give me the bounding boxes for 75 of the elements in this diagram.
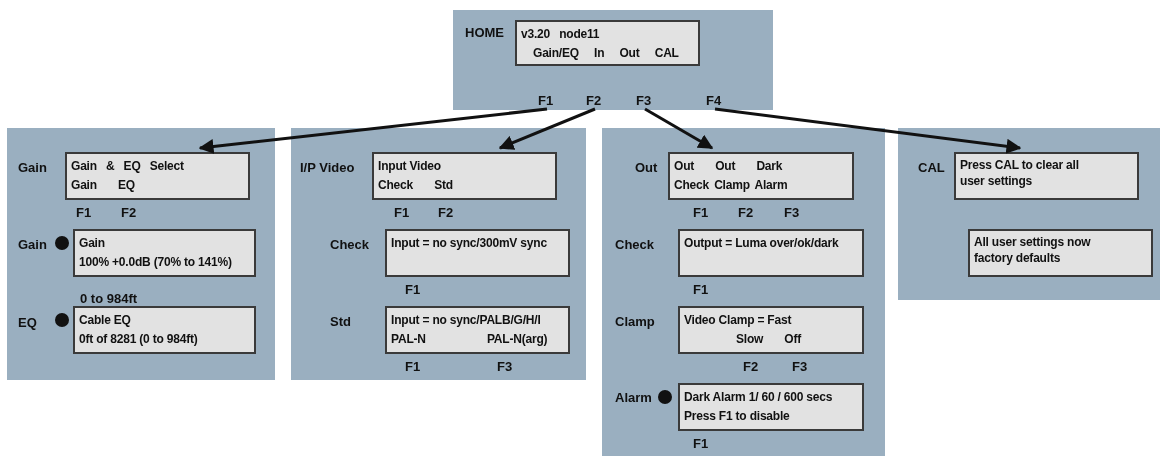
- lcd-screen: [678, 383, 864, 431]
- menu-label: Out: [635, 160, 658, 175]
- screen-text: Cable EQ: [79, 312, 131, 329]
- screen-text: Press CAL to clear all user settings: [960, 157, 1080, 189]
- screen-text: Input = no sync/300mV sync: [391, 235, 547, 252]
- function-key-label: F1: [538, 93, 554, 108]
- arrow: [644, 107, 714, 150]
- lcd-screen: [385, 229, 570, 277]
- menu-panel: [898, 128, 1160, 300]
- screen-text: All user settings now factory defaults: [974, 234, 1092, 266]
- lcd-screen: [678, 306, 864, 354]
- screen-text: Slow Off: [736, 331, 802, 348]
- arrow: [498, 107, 596, 150]
- menu-label: Check: [330, 237, 370, 252]
- screen-text: 0ft of 8281 (0 to 984ft): [79, 331, 198, 348]
- function-key-label: F1: [693, 205, 709, 220]
- lcd-screen: [385, 306, 570, 354]
- lcd-screen: [668, 152, 854, 200]
- function-key-label: F1: [693, 436, 709, 451]
- lcd-screen: [372, 152, 557, 200]
- lcd-screen: [954, 152, 1139, 200]
- function-key-label: F2: [438, 205, 454, 220]
- screen-text: Input = no sync/PALB/G/H/I: [391, 312, 541, 329]
- screen-text: Gain & EQ Select: [71, 158, 184, 175]
- screen-text: Press F1 to disable: [684, 408, 790, 425]
- function-key-label: F3: [792, 359, 808, 374]
- menu-label: Clamp: [615, 314, 655, 329]
- function-key-label: F1: [405, 282, 421, 297]
- menu-panel: [453, 10, 773, 110]
- arrow: [198, 107, 548, 154]
- menu-panel: [602, 128, 885, 456]
- lcd-screen: [678, 229, 864, 277]
- menu-label: CAL: [918, 160, 945, 175]
- function-key-label: F2: [586, 93, 602, 108]
- function-key-label: F3: [636, 93, 652, 108]
- function-key-label: F1: [693, 282, 709, 297]
- menu-panel: [291, 128, 586, 380]
- screen-text: Dark Alarm 1/ 60 / 600 secs: [684, 389, 833, 406]
- lcd-screen: [73, 229, 256, 277]
- screen-text: Output = Luma over/ok/dark: [684, 235, 839, 252]
- menu-label: HOME: [465, 25, 504, 40]
- function-key-label: F2: [121, 205, 137, 220]
- menu-panel: [7, 128, 275, 380]
- range-note: 0 to 984ft: [80, 291, 138, 306]
- lcd-screen: [65, 152, 250, 200]
- screen-text: Check Clamp Alarm: [674, 177, 788, 194]
- menu-label: Std: [330, 314, 351, 329]
- function-key-label: F1: [405, 359, 421, 374]
- screen-text: Gain/EQ In Out CAL: [533, 45, 679, 62]
- lcd-screen: [515, 20, 700, 66]
- menu-label: I/P Video: [300, 160, 355, 175]
- menu-label: Gain: [18, 237, 47, 252]
- function-key-label: F4: [706, 93, 722, 108]
- screen-text: Video Clamp = Fast: [684, 312, 792, 329]
- screen-text: Out Out Dark: [674, 158, 783, 175]
- screen-text: Gain EQ: [71, 177, 135, 194]
- screen-text: 100% +0.0dB (70% to 141%): [79, 254, 232, 271]
- lcd-screen: [73, 306, 256, 354]
- screen-text: Check Std: [378, 177, 453, 194]
- function-key-label: F2: [738, 205, 754, 220]
- screen-text: Gain: [79, 235, 105, 252]
- arrow: [714, 107, 1022, 154]
- menu-label: EQ: [18, 315, 37, 330]
- function-key-label: F3: [784, 205, 800, 220]
- screen-text: PAL-N PAL-N(arg): [391, 331, 548, 348]
- function-key-label: F2: [743, 359, 759, 374]
- screen-text: v3.20 node11: [521, 26, 600, 43]
- screen-text: Input Video: [378, 158, 441, 175]
- menu-label: Check: [615, 237, 655, 252]
- function-key-label: F3: [497, 359, 513, 374]
- lcd-screen: [968, 229, 1153, 277]
- function-key-label: F1: [394, 205, 410, 220]
- menu-label: Gain: [18, 160, 47, 175]
- function-key-label: F1: [76, 205, 92, 220]
- menu-label: Alarm: [615, 390, 652, 405]
